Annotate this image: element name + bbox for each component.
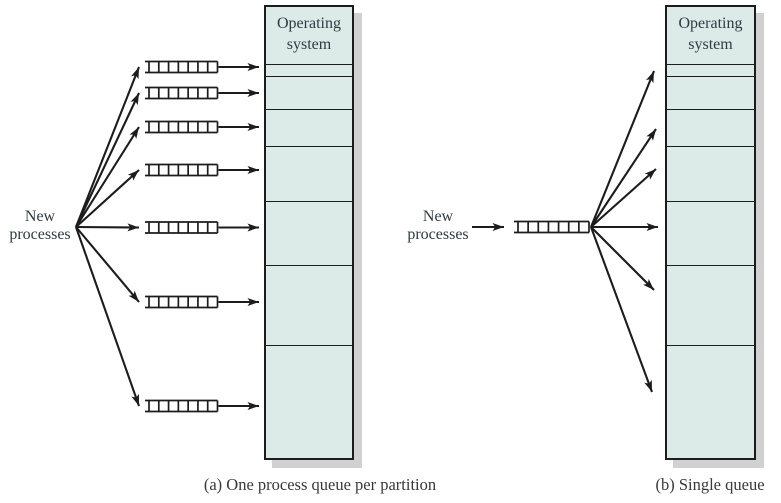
memory-partition xyxy=(667,146,754,201)
fan-arrow-b xyxy=(590,226,653,393)
fan-arrow-b xyxy=(590,70,655,228)
process-queue-b xyxy=(514,220,590,234)
fan-arrow-a xyxy=(75,126,140,228)
fan-arrow-b xyxy=(590,226,655,291)
fan-arrow-a xyxy=(75,226,140,407)
memory-partition xyxy=(266,201,352,265)
memory-column-b: Operating system xyxy=(665,5,756,460)
memory-partition xyxy=(667,76,754,109)
fan-arrow-a xyxy=(75,66,140,228)
memory-partition xyxy=(266,345,352,458)
memory-column-a: Operating system xyxy=(264,5,354,460)
memory-partition xyxy=(667,201,754,265)
fan-arrow-b xyxy=(590,128,657,228)
memory-partition xyxy=(266,109,352,146)
process-queue-a xyxy=(145,60,219,74)
memory-partition xyxy=(667,265,754,345)
fan-arrow-a xyxy=(75,169,140,228)
fan-arrow-a xyxy=(75,226,140,303)
caption-panel-b: (b) Single queue xyxy=(655,475,765,494)
new-processes-label-b: New processes xyxy=(407,208,469,243)
memory-partition xyxy=(667,109,754,146)
process-queue-a xyxy=(145,120,219,134)
fan-arrow-a xyxy=(75,92,140,228)
memory-partition xyxy=(667,345,754,458)
memory-partition xyxy=(266,146,352,201)
memory-partition xyxy=(667,64,754,76)
new-processes-label-a: New processes xyxy=(9,208,71,243)
memory-partition xyxy=(266,265,352,345)
fan-arrow-b xyxy=(590,168,657,228)
process-queue-a xyxy=(145,86,219,100)
caption-panel-a: (a) One process queue per partition xyxy=(203,475,437,494)
os-partition-b: Operating system xyxy=(678,15,743,53)
memory-partition xyxy=(266,76,352,109)
process-queue-a xyxy=(145,163,219,177)
fan-arrow-a xyxy=(75,223,140,232)
process-queue-a xyxy=(145,399,219,413)
memory-partition xyxy=(266,64,352,76)
process-queue-a xyxy=(145,295,219,309)
os-partition-a: Operating system xyxy=(277,15,341,53)
process-queue-a xyxy=(145,221,219,234)
